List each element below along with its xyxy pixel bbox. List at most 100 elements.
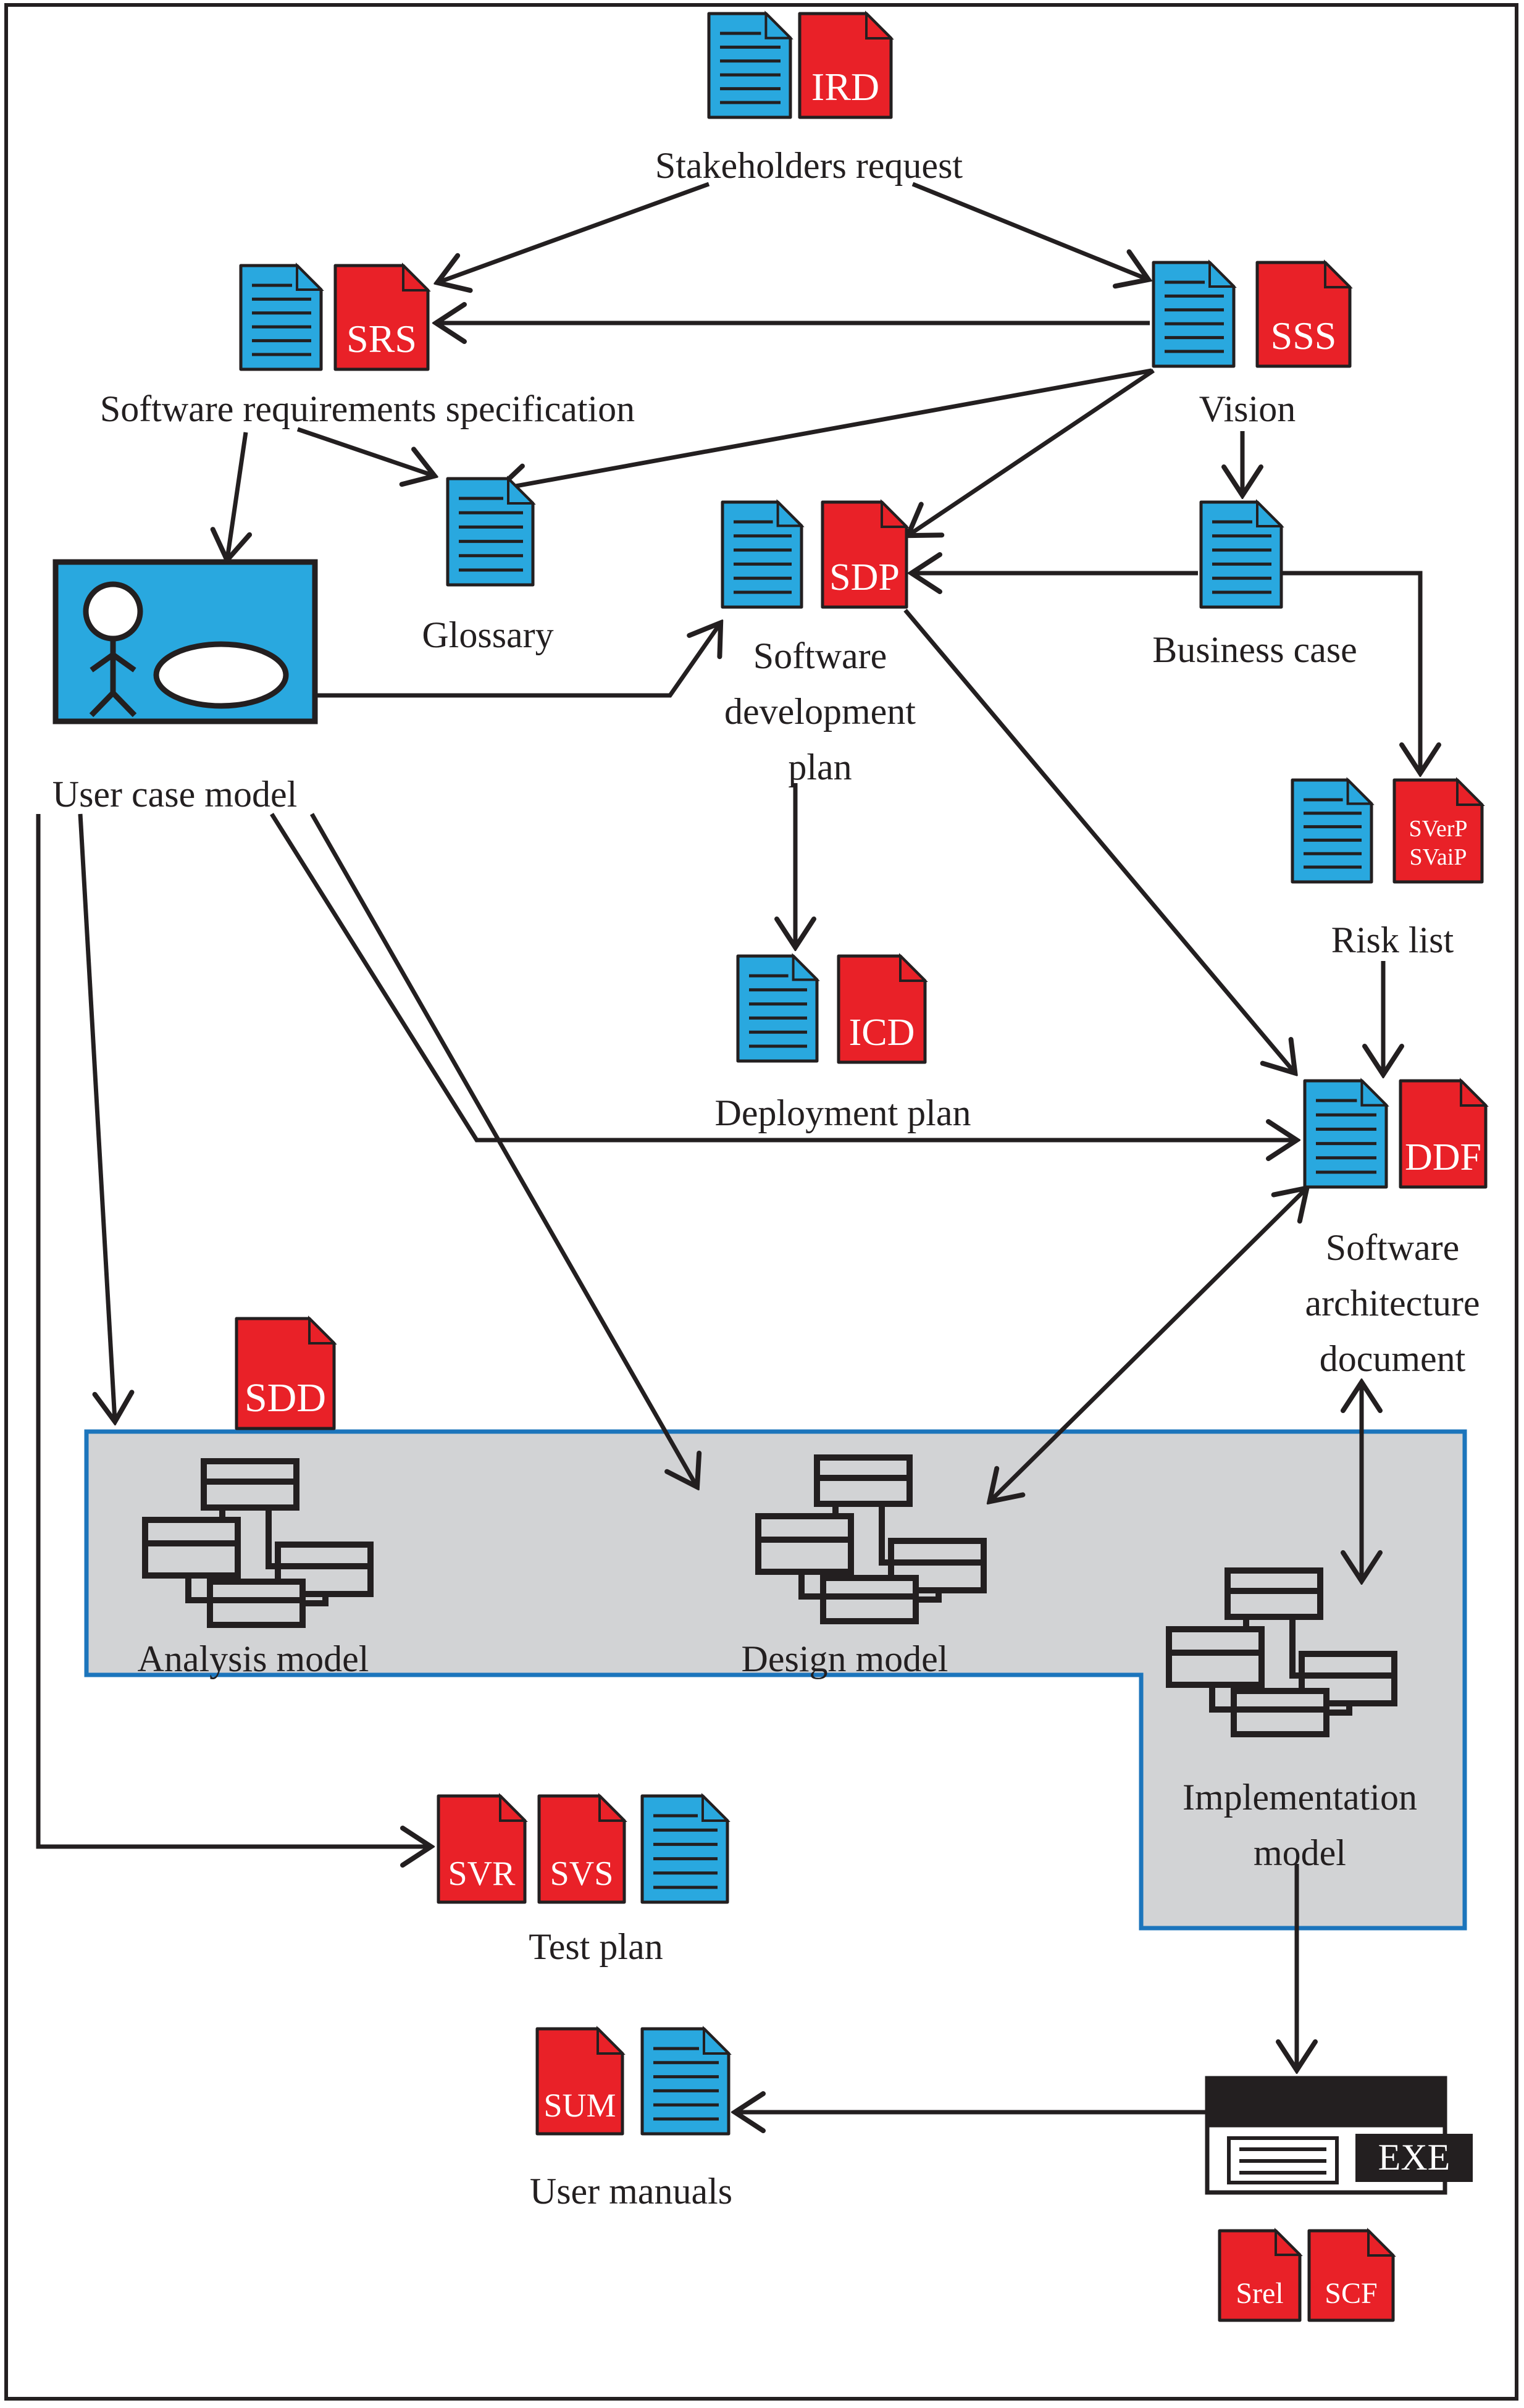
test_plan-doc-icon-fold (701, 1793, 731, 1822)
deployment_plan-doc-icon-fold (792, 953, 820, 981)
deployment_plan-doc-icon: ICD (837, 953, 928, 1064)
actor-arms (90, 651, 136, 673)
software_requirements_specification-doc-icon: SRS (333, 262, 431, 371)
risk_list-label: Risk list (1331, 920, 1454, 960)
user_manuals-doc-icon-fold (597, 2026, 626, 2055)
business_case-doc-icon-fold (1256, 499, 1284, 527)
release_configuration_files-doc-icon-acronym: SCF (1325, 2277, 1377, 2310)
risk_list-doc-icon-fold (1456, 777, 1485, 806)
software_requirements_specification-doc-icon-fold (402, 262, 431, 292)
software_development_plan-doc-icon: SDP (821, 499, 910, 609)
deployment_plan-doc-icon-sheet (837, 954, 927, 1064)
vision-label: Vision (1199, 388, 1296, 429)
glossary-doc-icon-fold (507, 476, 536, 505)
vision-doc-icon-fold (1208, 259, 1237, 288)
actor-head (83, 581, 143, 642)
implementation_model-icon (1166, 1567, 1397, 1737)
analysis_model-icon (142, 1458, 374, 1628)
business_case-doc-icon (1199, 499, 1284, 609)
business_case-doc-icon-sheet (1199, 500, 1283, 609)
arrow-software_development_plan-to-software_architecture_document (903, 608, 1294, 1072)
arrow-user_case_model-to-test_plan (36, 814, 430, 1847)
software_development_plan-doc-icon-sheet (821, 500, 908, 609)
software_development_plan-label: development (724, 691, 916, 732)
test_plan-label: Test plan (529, 1926, 663, 1967)
vision-doc-icon-sheet (1152, 261, 1236, 368)
arrow-vision-to-software_development_plan (909, 369, 1155, 535)
user_manuals-label: User manuals (530, 2171, 732, 2212)
figure-border (4, 3, 1518, 2401)
user_manuals-doc-icon: SUM (535, 2026, 626, 2136)
arrow-software_requirements_specification-to-user_case_model (227, 432, 246, 559)
software_architecture_document-doc-icon-sheet (1303, 1079, 1388, 1189)
test_plan-doc-icon: SVR (437, 1793, 528, 1904)
user_manuals-doc-icon (640, 2026, 732, 2136)
deployment_plan-doc-icon-fold (899, 953, 928, 982)
software_development_plan-label: plan (788, 747, 852, 787)
design_model-icon (755, 1454, 987, 1624)
actor-legs (89, 689, 137, 718)
arrow-business_case-to-risk_list (1282, 571, 1420, 772)
deployment_plan-doc-icon-sheet (736, 954, 819, 1063)
arrow-stakeholders_request-to-software_requirements_specification (438, 182, 710, 282)
test_plan-doc-icon-sheet (437, 1794, 527, 1904)
page-border (4, 3, 1518, 2401)
executable-window-icon: EXE (1205, 2076, 1473, 2195)
software_architecture_document-doc-icon (1303, 1078, 1389, 1189)
test_plan-doc-icon: SVS (537, 1793, 627, 1904)
software_architecture_document-doc-icon-acronym: DDF (1405, 1136, 1481, 1178)
design_model-icon-connector (798, 1572, 823, 1600)
user_manuals-doc-icon-fold (703, 2026, 732, 2055)
software_requirements_specification-doc-icon-fold (296, 262, 324, 291)
test_plan-doc-icon-acronym: SVS (550, 1855, 614, 1893)
exe-badge-text: EXE (1378, 2137, 1451, 2178)
risk_list-doc-icon-acronym: SVaiP (1410, 844, 1467, 870)
release_configuration_files-doc-icon-fold (1367, 2228, 1396, 2257)
glossary-doc-icon (446, 476, 536, 587)
risk_list-doc-icon-acronym: SVerP (1409, 816, 1467, 842)
test_plan-doc-icon (640, 1793, 731, 1904)
implementation_model-label: Implementation (1183, 1777, 1417, 1818)
models-gray-area (84, 1429, 1467, 1931)
analysis_model-label: Analysis model (138, 1638, 369, 1679)
user_manuals-doc-icon-acronym: SUM (543, 2087, 616, 2124)
release_configuration_files-doc-icon: SCF (1307, 2228, 1396, 2322)
vision-doc-icon-acronym: SSS (1271, 314, 1337, 358)
implementation_model-icon-class-box (1166, 1626, 1265, 1688)
arrow-software_requirements_specification-to-glossary (296, 427, 433, 476)
software_requirements_specification-doc-icon (239, 262, 324, 371)
software_architecture_document-doc-icon: DDF (1399, 1078, 1489, 1189)
release_configuration_files-doc-icon: Srel (1218, 2228, 1303, 2322)
test_plan-doc-icon-fold (499, 1793, 528, 1822)
arrow-software_architecture_document-to-design_model (990, 1189, 1306, 1501)
sdd_document-doc-icon-acronym: SDD (245, 1375, 326, 1420)
window-titlebar (1205, 2076, 1447, 2128)
user_manuals-doc-icon-sheet (640, 2027, 731, 2136)
implementation_model-icon-connector (1209, 1685, 1234, 1713)
arrow-stakeholders_request-to-vision (911, 182, 1147, 279)
arrow-user_case_model-to-software_architecture_document (270, 813, 1296, 1140)
user-case-model-label: User case model (52, 774, 298, 815)
software_architecture_document-doc-icon-sheet (1399, 1079, 1488, 1189)
sdd_document-doc-icon: SDD (235, 1315, 337, 1430)
user-case-model-icon (52, 559, 318, 724)
design_model-icon-class-box (755, 1513, 854, 1575)
analysis_model-icon-connector (185, 1575, 210, 1603)
risk_list-doc-icon (1291, 777, 1375, 884)
stakeholders_request-doc-icon-fold (865, 10, 894, 40)
flow-arrows (36, 182, 1420, 2112)
software_development_plan-doc-icon-sheet (721, 500, 803, 609)
software_requirements_specification-doc-icon-acronym: SRS (346, 317, 417, 361)
stakeholders_request-doc-icon-sheet (707, 12, 792, 119)
arrow-user_case_model-to-design_model (309, 813, 697, 1486)
arrow-user_case_model-to-software_development_plan (316, 624, 720, 698)
deployment_plan-doc-icon (736, 953, 820, 1063)
test_plan-doc-icon-acronym: SVR (448, 1855, 516, 1893)
stakeholders_request-doc-icon: IRD (798, 10, 894, 119)
software_development_plan-doc-icon-fold (776, 499, 805, 527)
risk_list-doc-icon-sheet (1291, 778, 1373, 884)
